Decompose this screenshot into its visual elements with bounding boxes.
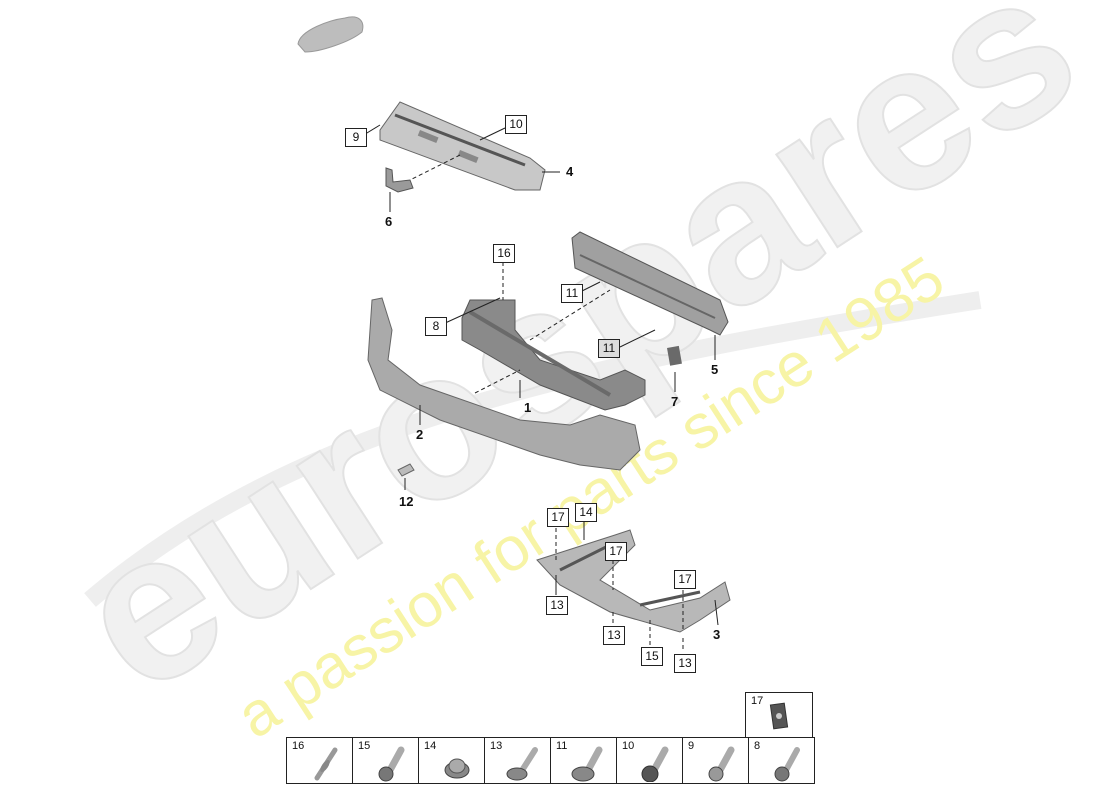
flange-bolt-icon: [641, 746, 669, 782]
callout-box-17: 17: [547, 508, 569, 527]
clip-nut-icon: [769, 702, 789, 730]
hex-flange-bolt-icon: [774, 747, 800, 782]
legend-label: 11: [556, 740, 568, 752]
flange-nut-icon: [444, 758, 470, 779]
pan-head-screw-icon: [506, 747, 538, 781]
legend-label: 15: [358, 740, 371, 752]
callout-12: 12: [399, 494, 414, 509]
callout-4: 4: [566, 164, 574, 179]
legend-cell-11: 11: [551, 738, 617, 783]
callout-6: 6: [385, 214, 393, 229]
pan-head-screw-icon: [571, 746, 603, 782]
stud-icon: [314, 747, 338, 781]
legend-label: 8: [754, 740, 761, 752]
fastener-legend: 16 15 14 13 11 10 9 8: [286, 737, 815, 784]
callout-2: 2: [416, 427, 424, 442]
callout-box-9: 9: [345, 128, 367, 147]
legend-label-17: 17: [751, 695, 764, 707]
callout-1: 1: [524, 400, 532, 415]
callout-box-14: 14: [575, 503, 597, 522]
legend-label: 13: [490, 740, 503, 752]
legend-cell-17: 17: [745, 692, 813, 738]
legend-cell-15: 15: [353, 738, 419, 783]
hex-flange-bolt-icon: [378, 746, 405, 782]
legend-cell-14: 14: [419, 738, 485, 783]
legend-label: 9: [688, 740, 695, 752]
callout-box-10: 10: [505, 115, 527, 134]
callout-7: 7: [671, 394, 679, 409]
legend-cell-16: 16: [287, 738, 353, 783]
callout-box-11-b: 11: [598, 339, 620, 358]
car-thumbnail-icon: [297, 16, 364, 53]
callout-box-11: 11: [561, 284, 583, 303]
part-5-reinforcement: [571, 231, 729, 336]
leader-lines: [361, 124, 719, 652]
part-1-bumper-beam: [461, 299, 646, 411]
part-6-bracket: [385, 167, 414, 193]
part-3-lower-support: [536, 529, 731, 633]
legend-cell-8: 8: [749, 738, 814, 783]
legend-label: 14: [424, 740, 437, 752]
legend-cell-13: 13: [485, 738, 551, 783]
legend-cell-10: 10: [617, 738, 683, 783]
callout-box-15: 15: [641, 647, 663, 666]
legend-label: 10: [622, 740, 635, 752]
legend-cell-9: 9: [683, 738, 749, 783]
callout-box-13-b: 13: [603, 626, 625, 645]
callout-box-17-c: 17: [674, 570, 696, 589]
callout-box-13-c: 13: [674, 654, 696, 673]
callout-box-16: 16: [493, 244, 515, 263]
callout-box-8: 8: [425, 317, 447, 336]
flange-bolt-icon: [708, 746, 735, 782]
part-4-upper-crossmember: [379, 101, 546, 191]
callout-5: 5: [711, 362, 719, 377]
callout-box-17-b: 17: [605, 542, 627, 561]
callout-box-13: 13: [546, 596, 568, 615]
part-7-pad: [667, 345, 682, 366]
legend-label: 16: [292, 740, 305, 752]
part-12-clip: [397, 463, 415, 477]
callout-3: 3: [713, 627, 721, 642]
